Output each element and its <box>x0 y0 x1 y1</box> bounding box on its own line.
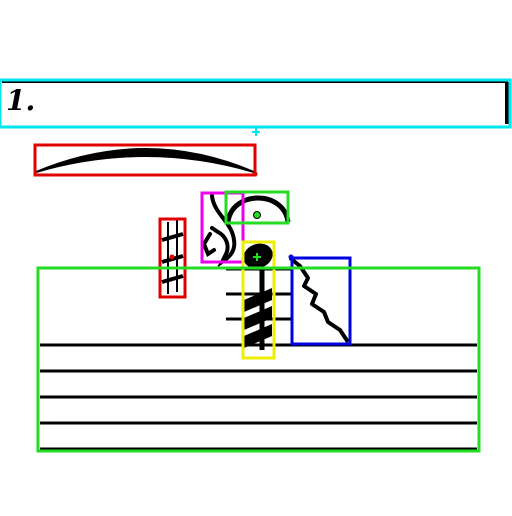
bbox-flag <box>200 191 245 264</box>
bbox-fermata <box>224 190 290 225</box>
volta-label: 1. <box>6 84 36 117</box>
anchor-volta <box>252 128 260 136</box>
volta-bracket <box>2 81 509 124</box>
anchor-slur <box>252 171 258 177</box>
anchor-fermata <box>254 212 260 218</box>
bbox-volta <box>0 78 512 129</box>
breath-mark <box>288 256 350 344</box>
annotation-boxes <box>0 78 512 453</box>
flag <box>201 194 237 268</box>
bbox-sharp <box>158 217 187 299</box>
bbox-breath-mark <box>290 256 352 346</box>
fermata <box>225 195 291 223</box>
bbox-notehead <box>241 240 276 360</box>
bbox-slur <box>33 143 257 177</box>
slur <box>35 148 255 173</box>
tremolo-stem <box>244 268 272 350</box>
anchor-breath-mark <box>288 254 294 260</box>
anchor-notehead <box>253 253 261 261</box>
anchor-sharp <box>169 254 175 260</box>
annotation-anchors <box>169 128 294 261</box>
staff <box>40 343 477 451</box>
bbox-staff <box>36 266 481 453</box>
